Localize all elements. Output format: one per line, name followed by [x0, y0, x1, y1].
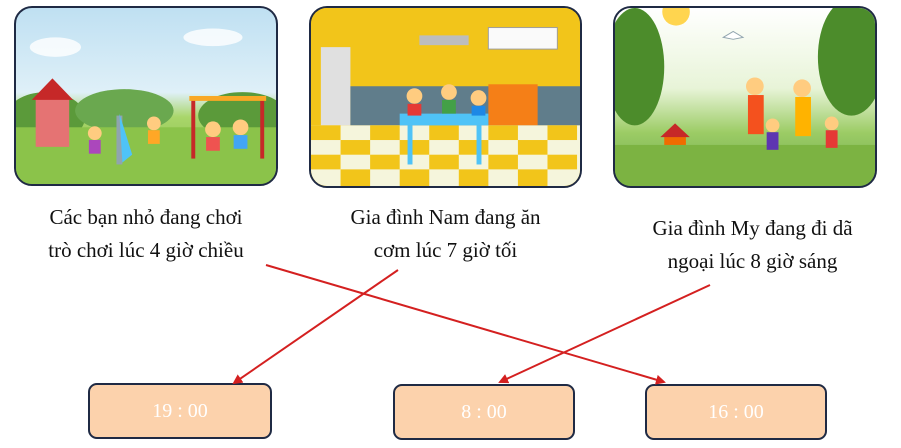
family-picnic-picture: [613, 6, 877, 188]
arrow-playing-to-16: [265, 264, 666, 385]
caption-playing-line-1: Các bạn nhỏ đang chơi: [49, 205, 243, 229]
time-box-8[interactable]: 8 : 00: [393, 384, 575, 440]
caption-dinner-line-1: Gia đình Nam đang ăn: [350, 205, 541, 229]
time-box-16[interactable]: 16 : 00: [645, 384, 827, 440]
time-label: 16 : 00: [708, 400, 764, 423]
playground-picture: [14, 6, 278, 186]
kitchen-dinner-picture: [309, 6, 582, 188]
caption-dinner-line-2: cơm lúc 7 giờ tối: [373, 238, 518, 262]
caption-picnic: Gia đình My đang đi dã ngoại lúc 8 giờ s…: [613, 212, 892, 278]
caption-picnic-line-2: ngoại lúc 8 giờ sáng: [667, 249, 838, 273]
arrow-dinner-to-19: [232, 269, 399, 385]
caption-playing: Các bạn nhỏ đang chơi trò chơi lúc 4 giờ…: [14, 201, 278, 267]
caption-playing-line-2: trò chơi lúc 4 giờ chiều: [48, 238, 244, 262]
time-label: 19 : 00: [152, 399, 208, 422]
time-box-19[interactable]: 19 : 00: [88, 383, 272, 439]
arrow-picnic-to-8: [498, 284, 711, 384]
caption-dinner: Gia đình Nam đang ăn cơm lúc 7 giờ tối: [309, 201, 582, 267]
time-label: 8 : 00: [461, 400, 507, 423]
caption-picnic-line-1: Gia đình My đang đi dã: [652, 216, 853, 240]
